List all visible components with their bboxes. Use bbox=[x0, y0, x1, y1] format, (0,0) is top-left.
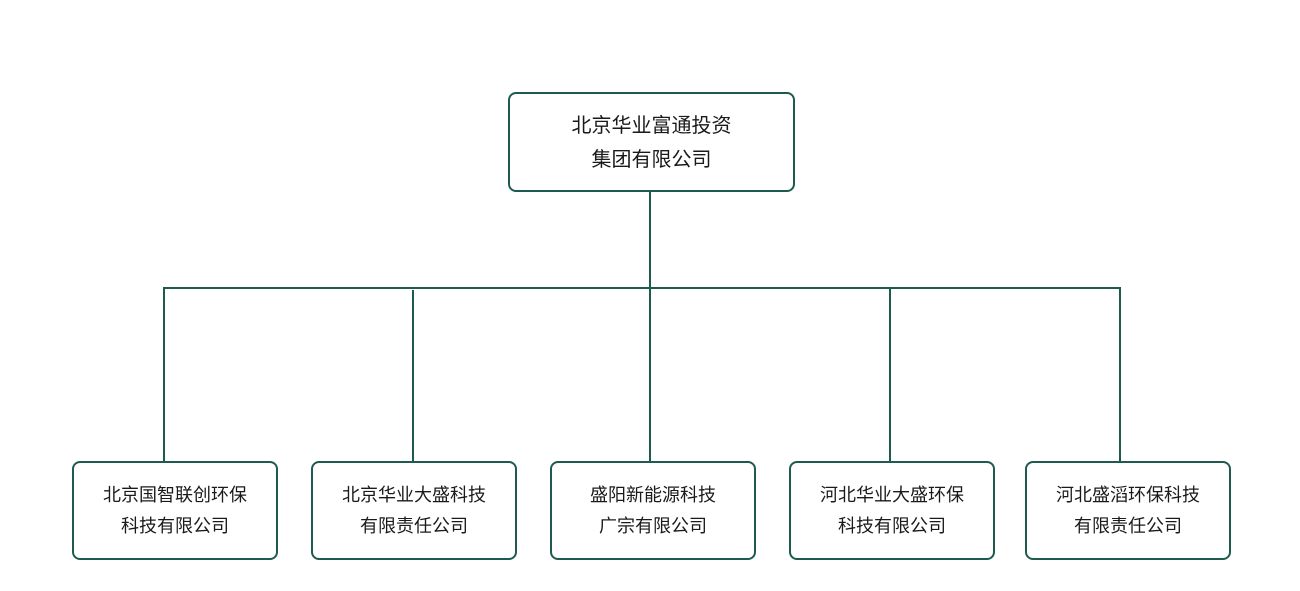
subsidiary-name-line1: 河北盛滔环保科技 bbox=[1056, 484, 1200, 506]
connector-lines bbox=[163, 192, 1121, 461]
subsidiary-node-4: 河北华业大盛环保 科技有限公司 bbox=[789, 461, 995, 560]
subsidiary-name-line2: 有限责任公司 bbox=[360, 515, 468, 537]
subsidiary-name-line2: 广宗有限公司 bbox=[599, 515, 707, 537]
subsidiary-name-line1: 盛阳新能源科技 bbox=[590, 484, 716, 506]
subsidiary-name-line1: 北京华业大盛科技 bbox=[342, 484, 486, 506]
root-company-name-line2: 集团有限公司 bbox=[591, 147, 712, 171]
root-company-node: 北京华业富通投资 集团有限公司 bbox=[508, 92, 795, 192]
subsidiary-node-5: 河北盛滔环保科技 有限责任公司 bbox=[1025, 461, 1231, 560]
subsidiary-node-2: 北京华业大盛科技 有限责任公司 bbox=[311, 461, 517, 560]
subsidiary-name-line2: 有限责任公司 bbox=[1074, 515, 1182, 537]
subsidiary-name-line1: 河北华业大盛环保 bbox=[820, 484, 964, 506]
subsidiary-node-3: 盛阳新能源科技 广宗有限公司 bbox=[550, 461, 756, 560]
subsidiary-name-line2: 科技有限公司 bbox=[121, 515, 229, 537]
subsidiary-node-1: 北京国智联创环保 科技有限公司 bbox=[72, 461, 278, 560]
subsidiary-name-line1: 北京国智联创环保 bbox=[103, 484, 247, 506]
root-company-name-line1: 北京华业富通投资 bbox=[571, 113, 732, 137]
subsidiary-name-line2: 科技有限公司 bbox=[838, 515, 946, 537]
